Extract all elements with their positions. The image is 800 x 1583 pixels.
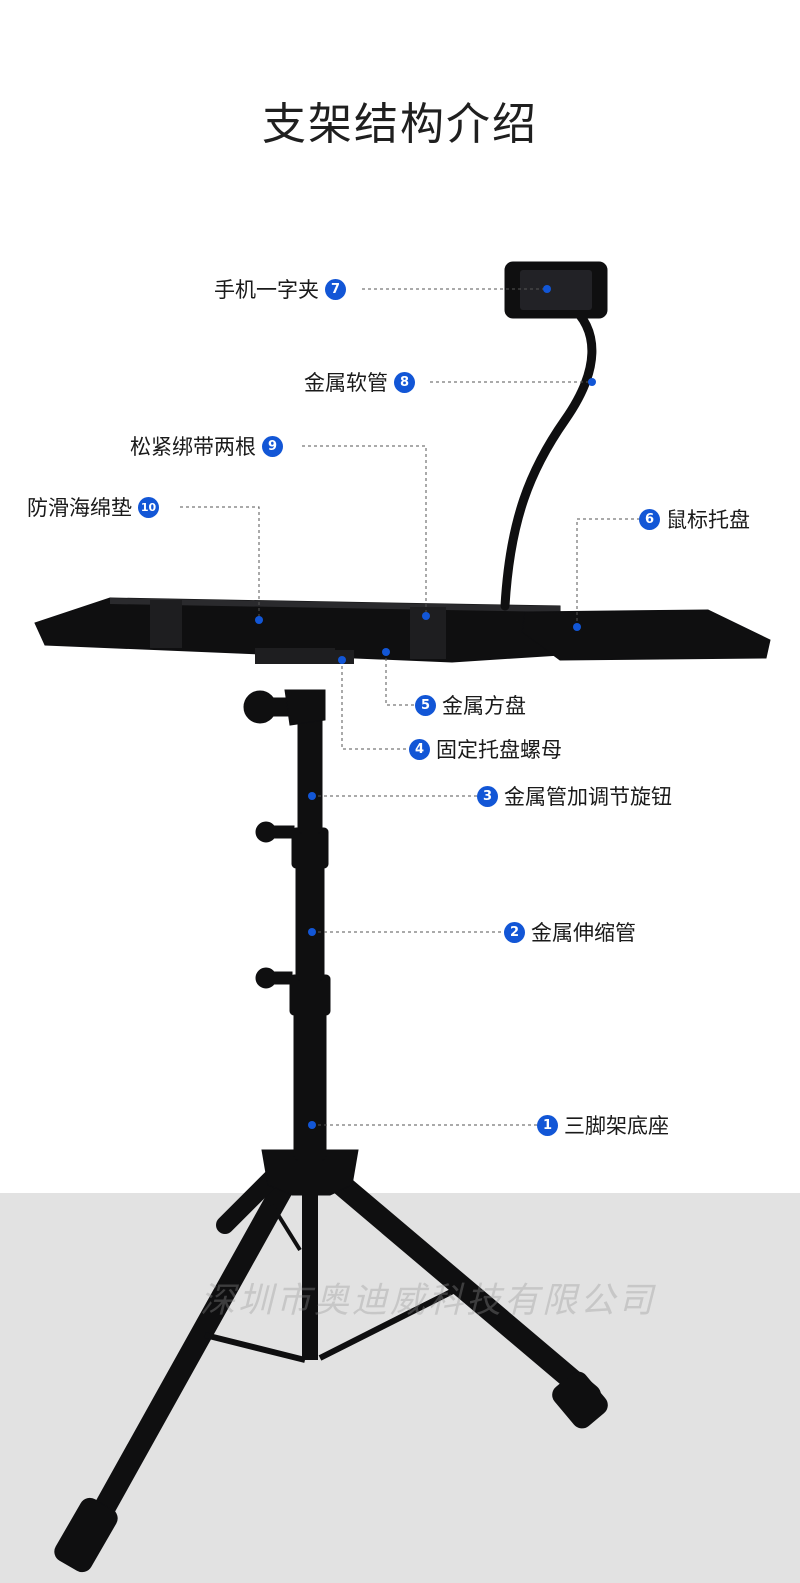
tripod-leg-left xyxy=(84,1164,301,1536)
callout-7: 手机一字夹 7 xyxy=(214,275,346,303)
callout-7-label: 手机一字夹 xyxy=(214,278,319,302)
head-bracket xyxy=(284,689,326,726)
pole-upper xyxy=(297,714,323,834)
callout-10: 防滑海绵垫 10 xyxy=(27,493,159,521)
tripod-brace-right xyxy=(318,1287,457,1361)
callout-9: 松紧绑带两根 9 xyxy=(130,432,283,460)
callout-5: 5 金属方盘 xyxy=(415,691,526,719)
badge-6: 6 xyxy=(639,508,660,530)
floor-backdrop xyxy=(0,1193,800,1583)
callout-1: 1 三脚架底座 xyxy=(537,1111,669,1139)
leg-foot-right xyxy=(552,1371,608,1429)
tripod-brace-back xyxy=(270,1203,302,1252)
callout-2-label: 金属伸缩管 xyxy=(531,921,636,945)
leader-4 xyxy=(341,660,410,750)
badge-4: 4 xyxy=(409,738,430,760)
anchor-dots xyxy=(255,285,596,1129)
callout-1-label: 三脚架底座 xyxy=(564,1114,669,1138)
leader-5 xyxy=(385,652,416,706)
callout-8: 金属软管 8 xyxy=(304,368,415,396)
pole-collar-middle xyxy=(291,827,329,869)
badge-5: 5 xyxy=(415,694,436,716)
tray-strap-left xyxy=(150,600,182,648)
mouse-tray xyxy=(521,609,771,661)
callout-3: 3 金属管加调节旋钮 xyxy=(477,782,672,810)
callout-6-label: 鼠标托盘 xyxy=(666,508,750,532)
tripod-leg-right xyxy=(319,1164,601,1406)
callout-4: 4 固定托盘螺母 xyxy=(409,735,562,763)
leader-10 xyxy=(180,506,260,620)
callout-2: 2 金属伸缩管 xyxy=(504,918,636,946)
tray-square-plate xyxy=(255,648,335,664)
pole-collar-lower xyxy=(289,974,331,1016)
tripod-brace-left xyxy=(204,1332,306,1363)
leader-9 xyxy=(302,445,427,616)
leader-lines xyxy=(180,288,640,1126)
badge-7: 7 xyxy=(325,278,346,300)
leg-foot-left xyxy=(54,1497,118,1573)
leader-6 xyxy=(576,518,640,627)
page-title: 支架结构介绍 xyxy=(262,99,538,150)
callout-5-label: 金属方盘 xyxy=(442,694,526,718)
callout-6: 6 鼠标托盘 xyxy=(639,505,750,533)
badge-10: 10 xyxy=(138,496,159,518)
badge-1: 1 xyxy=(537,1114,558,1136)
badge-9: 9 xyxy=(262,435,283,457)
pole-middle xyxy=(295,859,325,981)
callout-4-label: 固定托盘螺母 xyxy=(436,738,562,762)
badge-8: 8 xyxy=(394,371,415,393)
badge-2: 2 xyxy=(504,921,525,943)
gooseneck-tube xyxy=(500,300,597,611)
tripod-hub xyxy=(261,1149,359,1196)
badge-3: 3 xyxy=(477,785,498,807)
callout-10-label: 防滑海绵垫 xyxy=(27,496,132,520)
callout-3-label: 金属管加调节旋钮 xyxy=(504,785,672,809)
pole-lower xyxy=(293,999,327,1161)
callout-9-label: 松紧绑带两根 xyxy=(130,435,256,459)
callout-8-label: 金属软管 xyxy=(304,371,388,395)
watermark: 深圳市奥迪威科技有限公司 xyxy=(200,1281,657,1321)
